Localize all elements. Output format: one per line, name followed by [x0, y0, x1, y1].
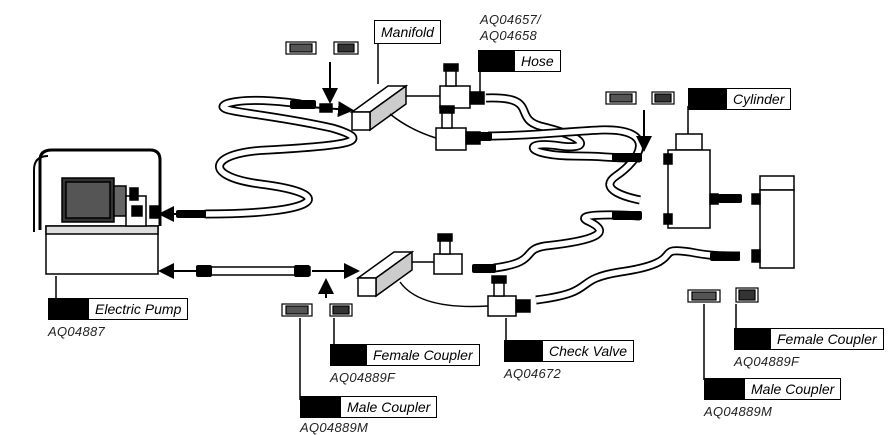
label-male-coupler-left: Male Coupler — [300, 396, 438, 418]
manifold-lower — [355, 250, 415, 298]
valve-upper-1 — [439, 63, 485, 109]
label-male-coupler-left-text: Male Coupler — [341, 397, 437, 417]
cylinder-main — [663, 133, 719, 229]
pipe-lines — [389, 95, 489, 308]
hose-check-valve-to-cylinder2 — [535, 246, 741, 305]
label-male-coupler-right-text: Male Coupler — [745, 379, 841, 399]
electric-pump — [33, 148, 162, 275]
label-manifold: Manifold — [374, 20, 441, 44]
label-female-coupler-left: Female Coupler — [330, 344, 480, 366]
code-male-coupler-right: AQ04889M — [704, 404, 773, 419]
label-cylinder-text: Cylinder — [727, 89, 791, 109]
code-female-coupler-right: AQ04889F — [734, 354, 800, 369]
label-female-coupler-right: Female Coupler — [734, 328, 884, 350]
hose-cylinder-to-manifold — [487, 125, 644, 205]
label-hose-text: Hose — [515, 51, 560, 71]
hose-manifold-to-cylinder — [485, 93, 641, 163]
label-electric-pump-text: Electric Pump — [89, 299, 188, 319]
label-cylinder: Cylinder — [688, 88, 792, 110]
hose-pump-to-manifold — [201, 95, 358, 219]
leader-lines — [55, 42, 737, 400]
label-male-coupler-right: Male Coupler — [704, 378, 842, 400]
label-female-coupler-right-text: Female Coupler — [771, 329, 883, 349]
loose-couplers — [281, 41, 759, 317]
label-hose: Hose — [478, 50, 561, 72]
valve-lower-1 — [433, 233, 463, 275]
code-male-coupler-left: AQ04889M — [300, 420, 369, 435]
label-female-coupler-left-text: Female Coupler — [367, 345, 479, 365]
code-electric-pump: AQ04887 — [48, 324, 106, 339]
code-check-valve: AQ04672 — [504, 366, 562, 381]
cylinder-secondary — [751, 175, 795, 269]
label-check-valve: Check Valve — [504, 340, 635, 362]
code-hose-2: AQ04658 — [480, 28, 538, 43]
code-female-coupler-left: AQ04889F — [330, 370, 396, 385]
flow-arrows — [158, 62, 652, 298]
label-check-valve-text: Check Valve — [543, 341, 634, 361]
check-valve — [487, 275, 531, 317]
code-hose-1: AQ04657/ — [480, 12, 541, 27]
hose-lower-to-cylinder — [493, 210, 641, 273]
label-electric-pump: Electric Pump — [48, 298, 189, 320]
valve-upper-2 — [435, 105, 481, 151]
